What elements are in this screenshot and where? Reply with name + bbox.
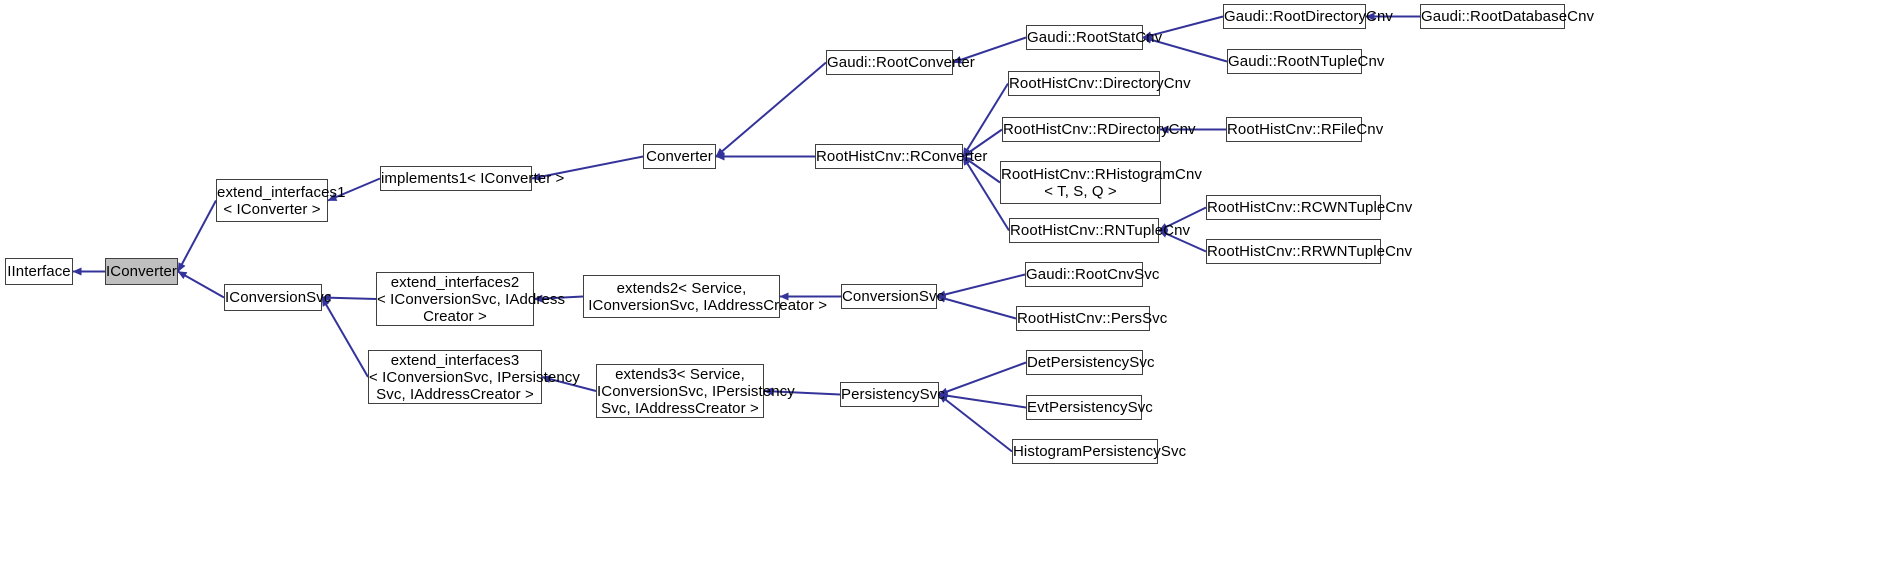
class-node[interactable]: RootHistCnv::RHistogramCnv < T, S, Q > bbox=[1000, 161, 1202, 204]
class-node[interactable]: Gaudi::RootConverter bbox=[826, 50, 975, 75]
class-node-label: RootHistCnv::RConverter bbox=[816, 148, 988, 165]
class-node-label: PersistencySvc bbox=[841, 386, 945, 403]
class-node-label: Gaudi::RootConverter bbox=[827, 54, 975, 71]
class-node[interactable]: extends2< Service, IConversionSvc, IAddr… bbox=[583, 275, 828, 318]
inheritance-edge bbox=[533, 294, 584, 303]
class-node[interactable]: DetPersistencySvc bbox=[1026, 350, 1155, 375]
class-node-label: RootHistCnv::RRWNTupleCnv bbox=[1207, 243, 1413, 260]
class-node[interactable]: Converter bbox=[643, 144, 716, 169]
class-node-label: DetPersistencySvc bbox=[1027, 354, 1155, 371]
inheritance-edge bbox=[321, 293, 377, 302]
class-node[interactable]: RootHistCnv::DirectoryCnv bbox=[1008, 71, 1191, 96]
class-node-label: RootHistCnv::DirectoryCnv bbox=[1009, 75, 1191, 92]
class-node-label: RootHistCnv::RFileCnv bbox=[1227, 121, 1384, 138]
class-node[interactable]: Gaudi::RootDatabaseCnv bbox=[1420, 4, 1595, 29]
class-node-label: RootHistCnv::PersSvc bbox=[1017, 310, 1168, 327]
class-node-label: RootHistCnv::RDirectoryCnv bbox=[1003, 121, 1196, 138]
class-node[interactable]: ConversionSvc bbox=[841, 284, 945, 309]
inheritance-edge bbox=[1158, 206, 1207, 232]
class-node[interactable]: extend_interfaces2 < IConversionSvc, IAd… bbox=[376, 272, 566, 326]
inheritance-edge bbox=[541, 375, 597, 392]
inheritance-edge bbox=[936, 294, 1017, 320]
inheritance-edge bbox=[177, 270, 225, 299]
inheritance-edge bbox=[177, 200, 217, 272]
class-node[interactable]: RootHistCnv::PersSvc bbox=[1016, 306, 1168, 331]
class-node-label: Gaudi::RootDatabaseCnv bbox=[1421, 8, 1595, 25]
class-node-label: RootHistCnv::RNTupleCnv bbox=[1010, 222, 1191, 239]
class-node-label: implements1< IConverter > bbox=[381, 170, 565, 187]
class-node[interactable]: implements1< IConverter > bbox=[380, 166, 565, 191]
inheritance-edge bbox=[763, 387, 841, 396]
class-node-label: EvtPersistencySvc bbox=[1027, 399, 1153, 416]
class-node-label: extends3< Service, IConversionSvc, IPers… bbox=[597, 365, 795, 417]
class-node[interactable]: IConversionSvc bbox=[224, 284, 332, 311]
inheritance-edge bbox=[938, 361, 1027, 396]
inheritance-edge bbox=[531, 155, 644, 181]
class-node[interactable]: PersistencySvc bbox=[840, 382, 945, 407]
inheritance-edge bbox=[938, 391, 1027, 409]
inheritance-edge bbox=[1142, 15, 1224, 40]
class-node-label: Gaudi::RootCnvSvc bbox=[1026, 266, 1160, 283]
class-node-label: extends2< Service, IConversionSvc, IAddr… bbox=[588, 279, 828, 314]
class-node[interactable]: RootHistCnv::RRWNTupleCnv bbox=[1206, 239, 1413, 264]
inheritance-edge bbox=[962, 82, 1009, 158]
class-node-label: Gaudi::RootStatCnv bbox=[1027, 29, 1163, 46]
class-node[interactable]: RootHistCnv::RFileCnv bbox=[1226, 117, 1384, 142]
class-node-label: RootHistCnv::RHistogramCnv < T, S, Q > bbox=[1001, 165, 1202, 200]
class-node[interactable]: Gaudi::RootStatCnv bbox=[1026, 25, 1163, 50]
class-node[interactable]: EvtPersistencySvc bbox=[1026, 395, 1153, 420]
class-node-label: Gaudi::RootDirectoryCnv bbox=[1224, 8, 1394, 25]
class-node[interactable]: Gaudi::RootDirectoryCnv bbox=[1223, 4, 1394, 29]
class-node[interactable]: IConverter bbox=[105, 258, 178, 285]
class-node-label: RootHistCnv::RCWNTupleCnv bbox=[1207, 199, 1413, 216]
class-node[interactable]: extends3< Service, IConversionSvc, IPers… bbox=[596, 364, 795, 418]
class-node-label: HistogramPersistencySvc bbox=[1013, 443, 1187, 460]
inheritance-edge bbox=[936, 273, 1026, 299]
class-node-label: IConversionSvc bbox=[225, 289, 332, 306]
inheritance-edge bbox=[327, 177, 381, 202]
class-node[interactable]: extend_interfaces3 < IConversionSvc, IPe… bbox=[368, 350, 581, 404]
class-node[interactable]: RootHistCnv::RNTupleCnv bbox=[1009, 218, 1191, 243]
class-node-label: extend_interfaces1 < IConverter > bbox=[217, 183, 346, 218]
class-node[interactable]: RootHistCnv::RConverter bbox=[815, 144, 988, 169]
class-node[interactable]: HistogramPersistencySvc bbox=[1012, 439, 1187, 464]
inheritance-edge bbox=[1142, 35, 1228, 63]
inheritance-edge bbox=[1158, 229, 1207, 253]
class-node[interactable]: Gaudi::RootCnvSvc bbox=[1025, 262, 1160, 287]
inheritance-edge bbox=[962, 128, 1003, 158]
inheritance-edge bbox=[952, 36, 1027, 64]
class-node[interactable]: IInterface bbox=[5, 258, 73, 285]
class-node[interactable]: Gaudi::RootNTupleCnv bbox=[1227, 49, 1385, 74]
class-node[interactable]: RootHistCnv::RDirectoryCnv bbox=[1002, 117, 1196, 142]
inheritance-edge bbox=[715, 61, 827, 158]
class-node[interactable]: RootHistCnv::RCWNTupleCnv bbox=[1206, 195, 1413, 220]
class-node-label: Converter bbox=[646, 148, 713, 165]
class-node-label: extend_interfaces3 < IConversionSvc, IPe… bbox=[369, 351, 581, 403]
class-node-label: IConverter bbox=[106, 263, 178, 280]
class-node-label: IInterface bbox=[7, 263, 71, 280]
inheritance-edge bbox=[962, 155, 1010, 232]
class-node[interactable]: extend_interfaces1 < IConverter > bbox=[216, 179, 346, 222]
class-node-label: Gaudi::RootNTupleCnv bbox=[1228, 53, 1385, 70]
inheritance-edge bbox=[938, 393, 1013, 453]
inheritance-edge bbox=[321, 296, 369, 378]
class-node-label: ConversionSvc bbox=[842, 288, 945, 305]
class-node-label: extend_interfaces2 < IConversionSvc, IAd… bbox=[377, 273, 566, 325]
